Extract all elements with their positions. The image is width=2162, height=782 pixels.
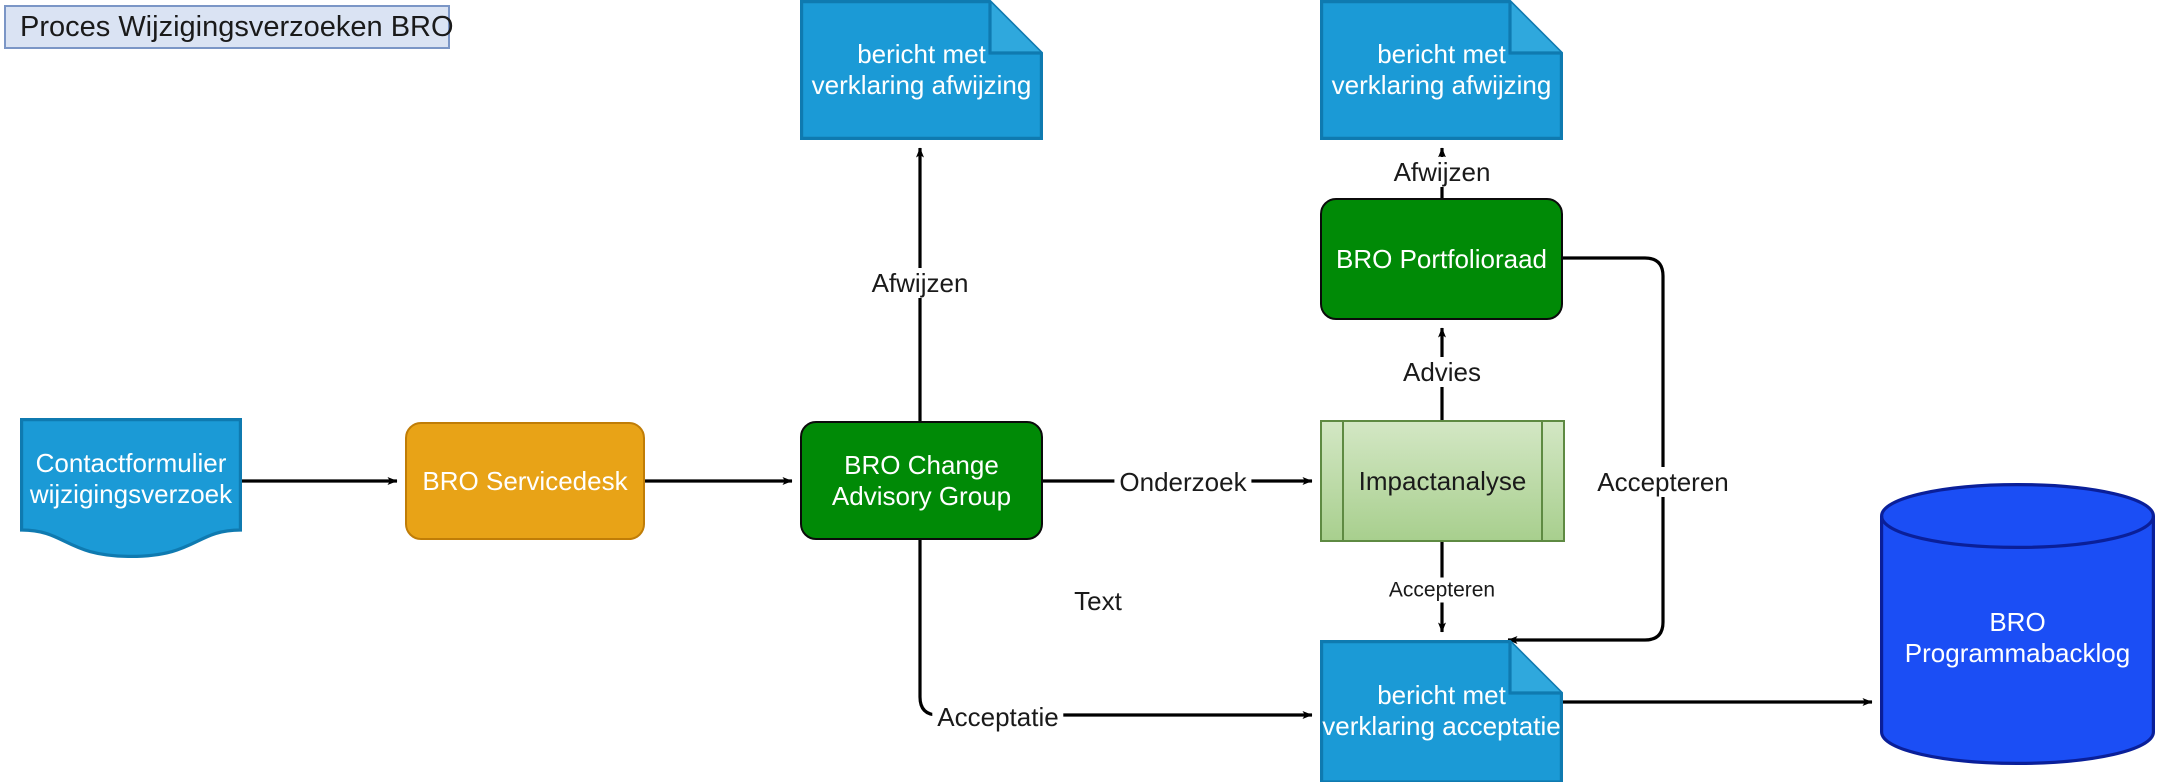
node-contactformulier-label: Contactformulier wijzigingsverzoek [29,448,233,509]
node-bericht-afwijzing-rechts-label: bericht met verklaring afwijzing [1331,39,1552,100]
document-shape-icon [20,418,242,558]
node-bericht-afwijzing-links[interactable]: bericht met verklaring afwijzing [800,0,1043,140]
node-contactformulier[interactable]: Contactformulier wijzigingsverzoek [20,418,242,558]
node-bro-change-advisory-group-label: BRO Change Advisory Group [831,449,1012,511]
edge-label-accepteren-impactanalyse: Accepteren [1383,577,1501,603]
edge-label-accepteren-portfolioraad: Accepteren [1592,467,1734,497]
node-bericht-acceptatie[interactable]: bericht met verklaring acceptatie [1320,640,1563,782]
node-bro-servicedesk-label: BRO Servicedesk [422,465,628,496]
node-bro-portfolioraad[interactable]: BRO Portfolioraad [1320,198,1563,320]
edge-label-afwijzen-links: Afwijzen [866,268,974,298]
edge-label-onderzoek: Onderzoek [1114,467,1252,497]
node-impactanalyse[interactable]: Impactanalyse [1320,420,1565,542]
node-bro-programmabacklog[interactable]: BRO Programmabacklog [1880,483,2155,765]
node-impactanalyse-label: Impactanalyse [1358,465,1527,496]
predefined-process-right-bar [1541,422,1543,540]
edge-label-advies: Advies [1397,357,1487,387]
node-bro-servicedesk[interactable]: BRO Servicedesk [405,422,645,540]
node-bericht-acceptatie-label: bericht met verklaring acceptatie [1322,680,1561,741]
node-bericht-afwijzing-rechts[interactable]: bericht met verklaring afwijzing [1320,0,1563,140]
node-bro-portfolioraad-label: BRO Portfolioraad [1336,243,1547,274]
note-folded-corner-icon [1320,0,1563,140]
edge-label-text: Text [1074,586,1122,616]
database-cylinder-icon [1880,483,2155,765]
node-bericht-afwijzing-links-label: bericht met verklaring afwijzing [811,39,1032,100]
edge-label-afwijzen-rechts: Afwijzen [1388,157,1496,187]
node-bro-change-advisory-group[interactable]: BRO Change Advisory Group [800,421,1043,540]
edge-cag-acceptatie [918,540,1313,719]
diagram-title: Proces Wijzigingsverzoeken BRO [20,10,454,43]
edge-label-acceptatie: Acceptatie [932,702,1064,732]
note-folded-corner-icon [800,0,1043,140]
note-folded-corner-icon [1320,640,1563,782]
diagram-title-box: Proces Wijzigingsverzoeken BRO [4,5,454,49]
predefined-process-left-bar [1342,422,1344,540]
node-bro-programmabacklog-label: BRO Programmabacklog [1904,607,2131,668]
